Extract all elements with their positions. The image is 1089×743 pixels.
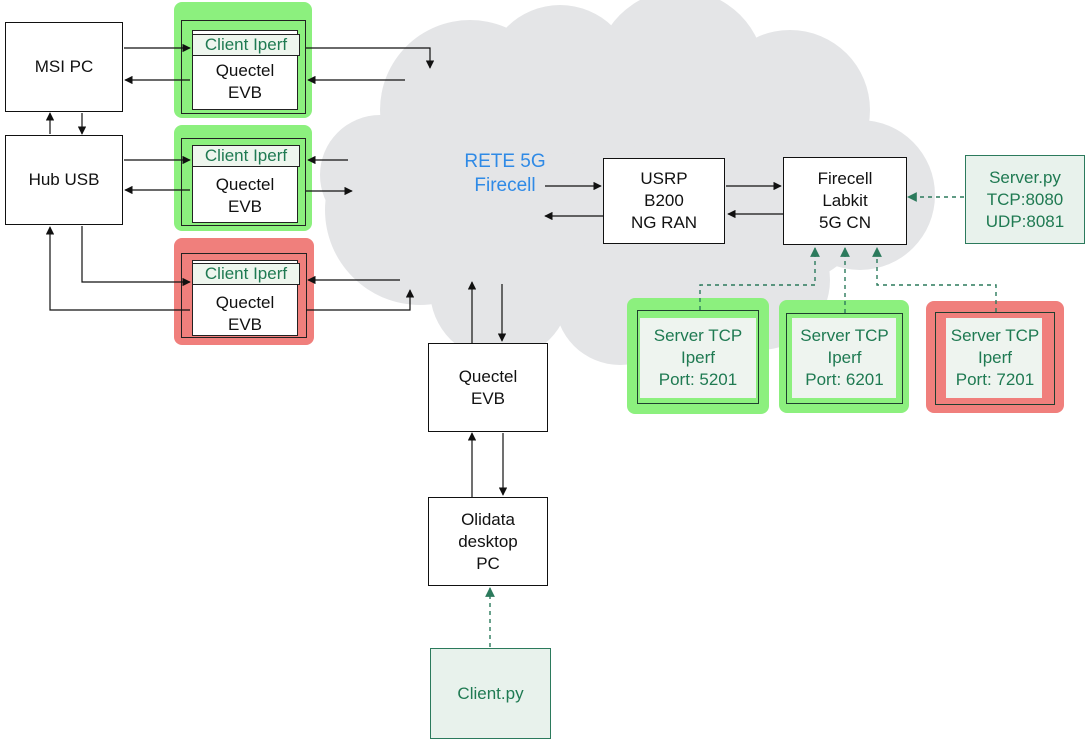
evb-module-3-line-1: Quectel <box>215 293 275 312</box>
quectel-evb-box: Quectel EVB <box>428 343 548 432</box>
iperf-server-1-frame <box>637 310 759 404</box>
iperf-server-3-line-2: Iperf <box>977 348 1013 367</box>
quectel-evb-line-2: EVB <box>470 388 506 408</box>
iperf-server-2-fill <box>792 318 896 398</box>
iperf-server-1-line-1: Server TCP <box>653 326 743 345</box>
iperf-server-3-to-core-arrow <box>872 247 997 312</box>
evb-module-1-text: Quectel EVB <box>192 60 298 104</box>
evb1-to-cloud-arrow <box>306 47 435 69</box>
iperf-server-1-fill <box>640 318 756 398</box>
iperf-server-3-text: Server TCP Iperf Port: 7201 <box>934 325 1056 391</box>
iperf-server-1-to-core-arrow <box>699 247 820 310</box>
evb-module-2-frame <box>181 138 306 226</box>
evb-module-1-line-2: EVB <box>227 83 263 102</box>
usrp-line-3: NG RAN <box>630 213 698 232</box>
usrp-line-1: USRP <box>640 169 688 188</box>
server-py-line-1: Server.py <box>989 167 1061 187</box>
iperf-server-1-text: Server TCP Iperf Port: 5201 <box>637 325 759 391</box>
iperf-server-2-text: Server TCP Iperf Port: 6201 <box>784 325 905 391</box>
cloud-label-line-2: Firecell <box>474 175 536 196</box>
evb-module-2-line-1: Quectel <box>215 175 275 194</box>
client-py-box: Client.py <box>430 648 551 739</box>
iperf-server-2-line-1: Server TCP <box>800 326 889 345</box>
iperf-server-2-line-3: Port: 6201 <box>805 370 884 389</box>
msi-pc-label: MSI PC <box>34 57 94 76</box>
iperf-server-3-fill <box>946 318 1042 398</box>
evb-module-1-line-1: Quectel <box>215 61 275 80</box>
olidata-line-1: Olidata <box>461 509 515 529</box>
evb-module-3-client-label: Client Iperf <box>192 263 300 285</box>
iperf-server-1-line-2: Iperf <box>680 348 716 367</box>
evb-module-3-text: Quectel EVB <box>192 292 298 336</box>
iperf-server-3-line-1: Server TCP <box>950 326 1040 345</box>
olidata-line-2: desktop <box>458 531 518 551</box>
core-line-2: Labkit <box>822 191 868 210</box>
hub-to-evb3-arrow <box>81 226 191 287</box>
iperf-server-1-line-3: Port: 5201 <box>658 370 738 389</box>
evb3-to-cloud-arrow <box>306 289 415 311</box>
core-line-3: 5G CN <box>819 213 871 232</box>
core-network-box: Firecell Labkit 5G CN <box>783 157 907 245</box>
evb-module-1-frame <box>181 20 306 114</box>
cloud-label: RETE 5G Firecell <box>440 150 570 198</box>
msi-pc-box: MSI PC <box>5 22 123 112</box>
core-line-1: Firecell <box>817 169 873 188</box>
iperf-server-3-line-3: Port: 7201 <box>955 370 1035 389</box>
evb3-to-hub-arrow <box>45 226 190 311</box>
quectel-evb-line-1: Quectel <box>458 366 518 386</box>
server-py-line-3: UDP:8081 <box>985 211 1065 231</box>
cloud-label-line-1: RETE 5G <box>464 151 546 172</box>
evb-module-2-text: Quectel EVB <box>192 174 298 218</box>
iperf-server-2-frame <box>786 313 903 404</box>
olidata-pc-box: Olidata desktop PC <box>428 497 548 586</box>
server-py-line-2: TCP:8080 <box>986 189 1064 209</box>
evb-module-2-line-2: EVB <box>227 197 263 216</box>
usrp-box: USRP B200 NG RAN <box>603 158 725 244</box>
hub-usb-box: Hub USB <box>5 135 123 225</box>
client-py-label: Client.py <box>457 683 524 703</box>
evb-module-3-line-2: EVB <box>227 315 263 334</box>
iperf-server-2-line-2: Iperf <box>827 348 862 367</box>
evb-module-2-client-label: Client Iperf <box>192 145 300 167</box>
evb-module-3-frame <box>181 253 307 338</box>
olidata-line-3: PC <box>476 553 500 573</box>
hub-usb-label: Hub USB <box>28 170 100 189</box>
server-py-box: Server.py TCP:8080 UDP:8081 <box>965 155 1085 244</box>
iperf-server-3-frame <box>935 312 1055 405</box>
evb-module-1-client-label: Client Iperf <box>192 34 300 56</box>
usrp-line-2: B200 <box>644 191 684 210</box>
